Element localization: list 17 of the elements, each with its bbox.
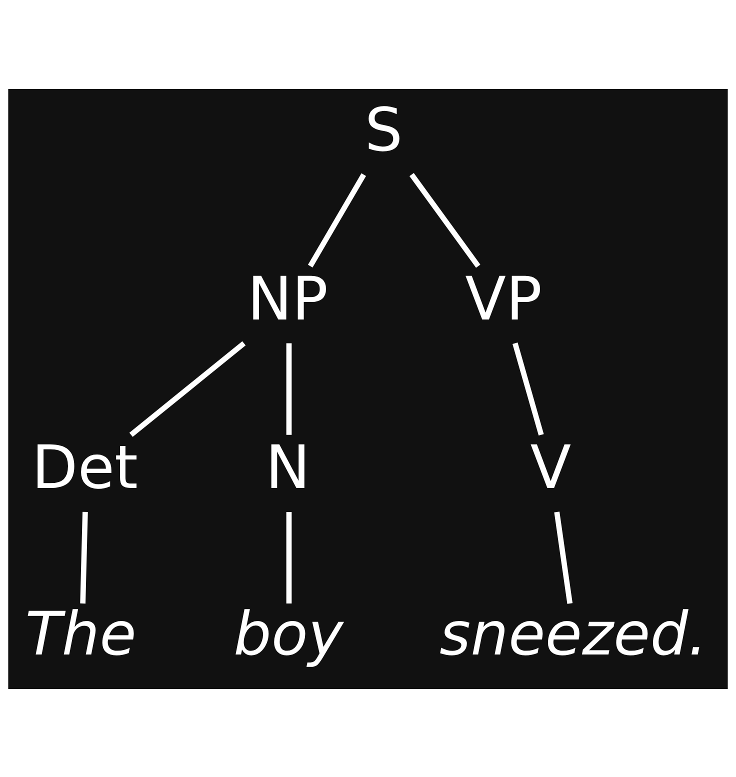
node-text: VP (465, 264, 542, 334)
node-text: boy (233, 600, 344, 670)
node-text: V (530, 434, 572, 503)
node-text: Det (32, 434, 138, 503)
node-text: The (25, 600, 136, 670)
node-text: N (266, 434, 310, 503)
node-text: S (364, 96, 403, 166)
node-text: sneezed. (440, 600, 708, 670)
connector (409, 172, 480, 268)
connector (554, 511, 573, 604)
connector (308, 172, 366, 267)
connector (286, 511, 292, 603)
connector (286, 342, 292, 434)
connector (512, 342, 544, 436)
connector (129, 340, 246, 436)
node-text: NP (247, 264, 328, 334)
connector (80, 511, 88, 604)
